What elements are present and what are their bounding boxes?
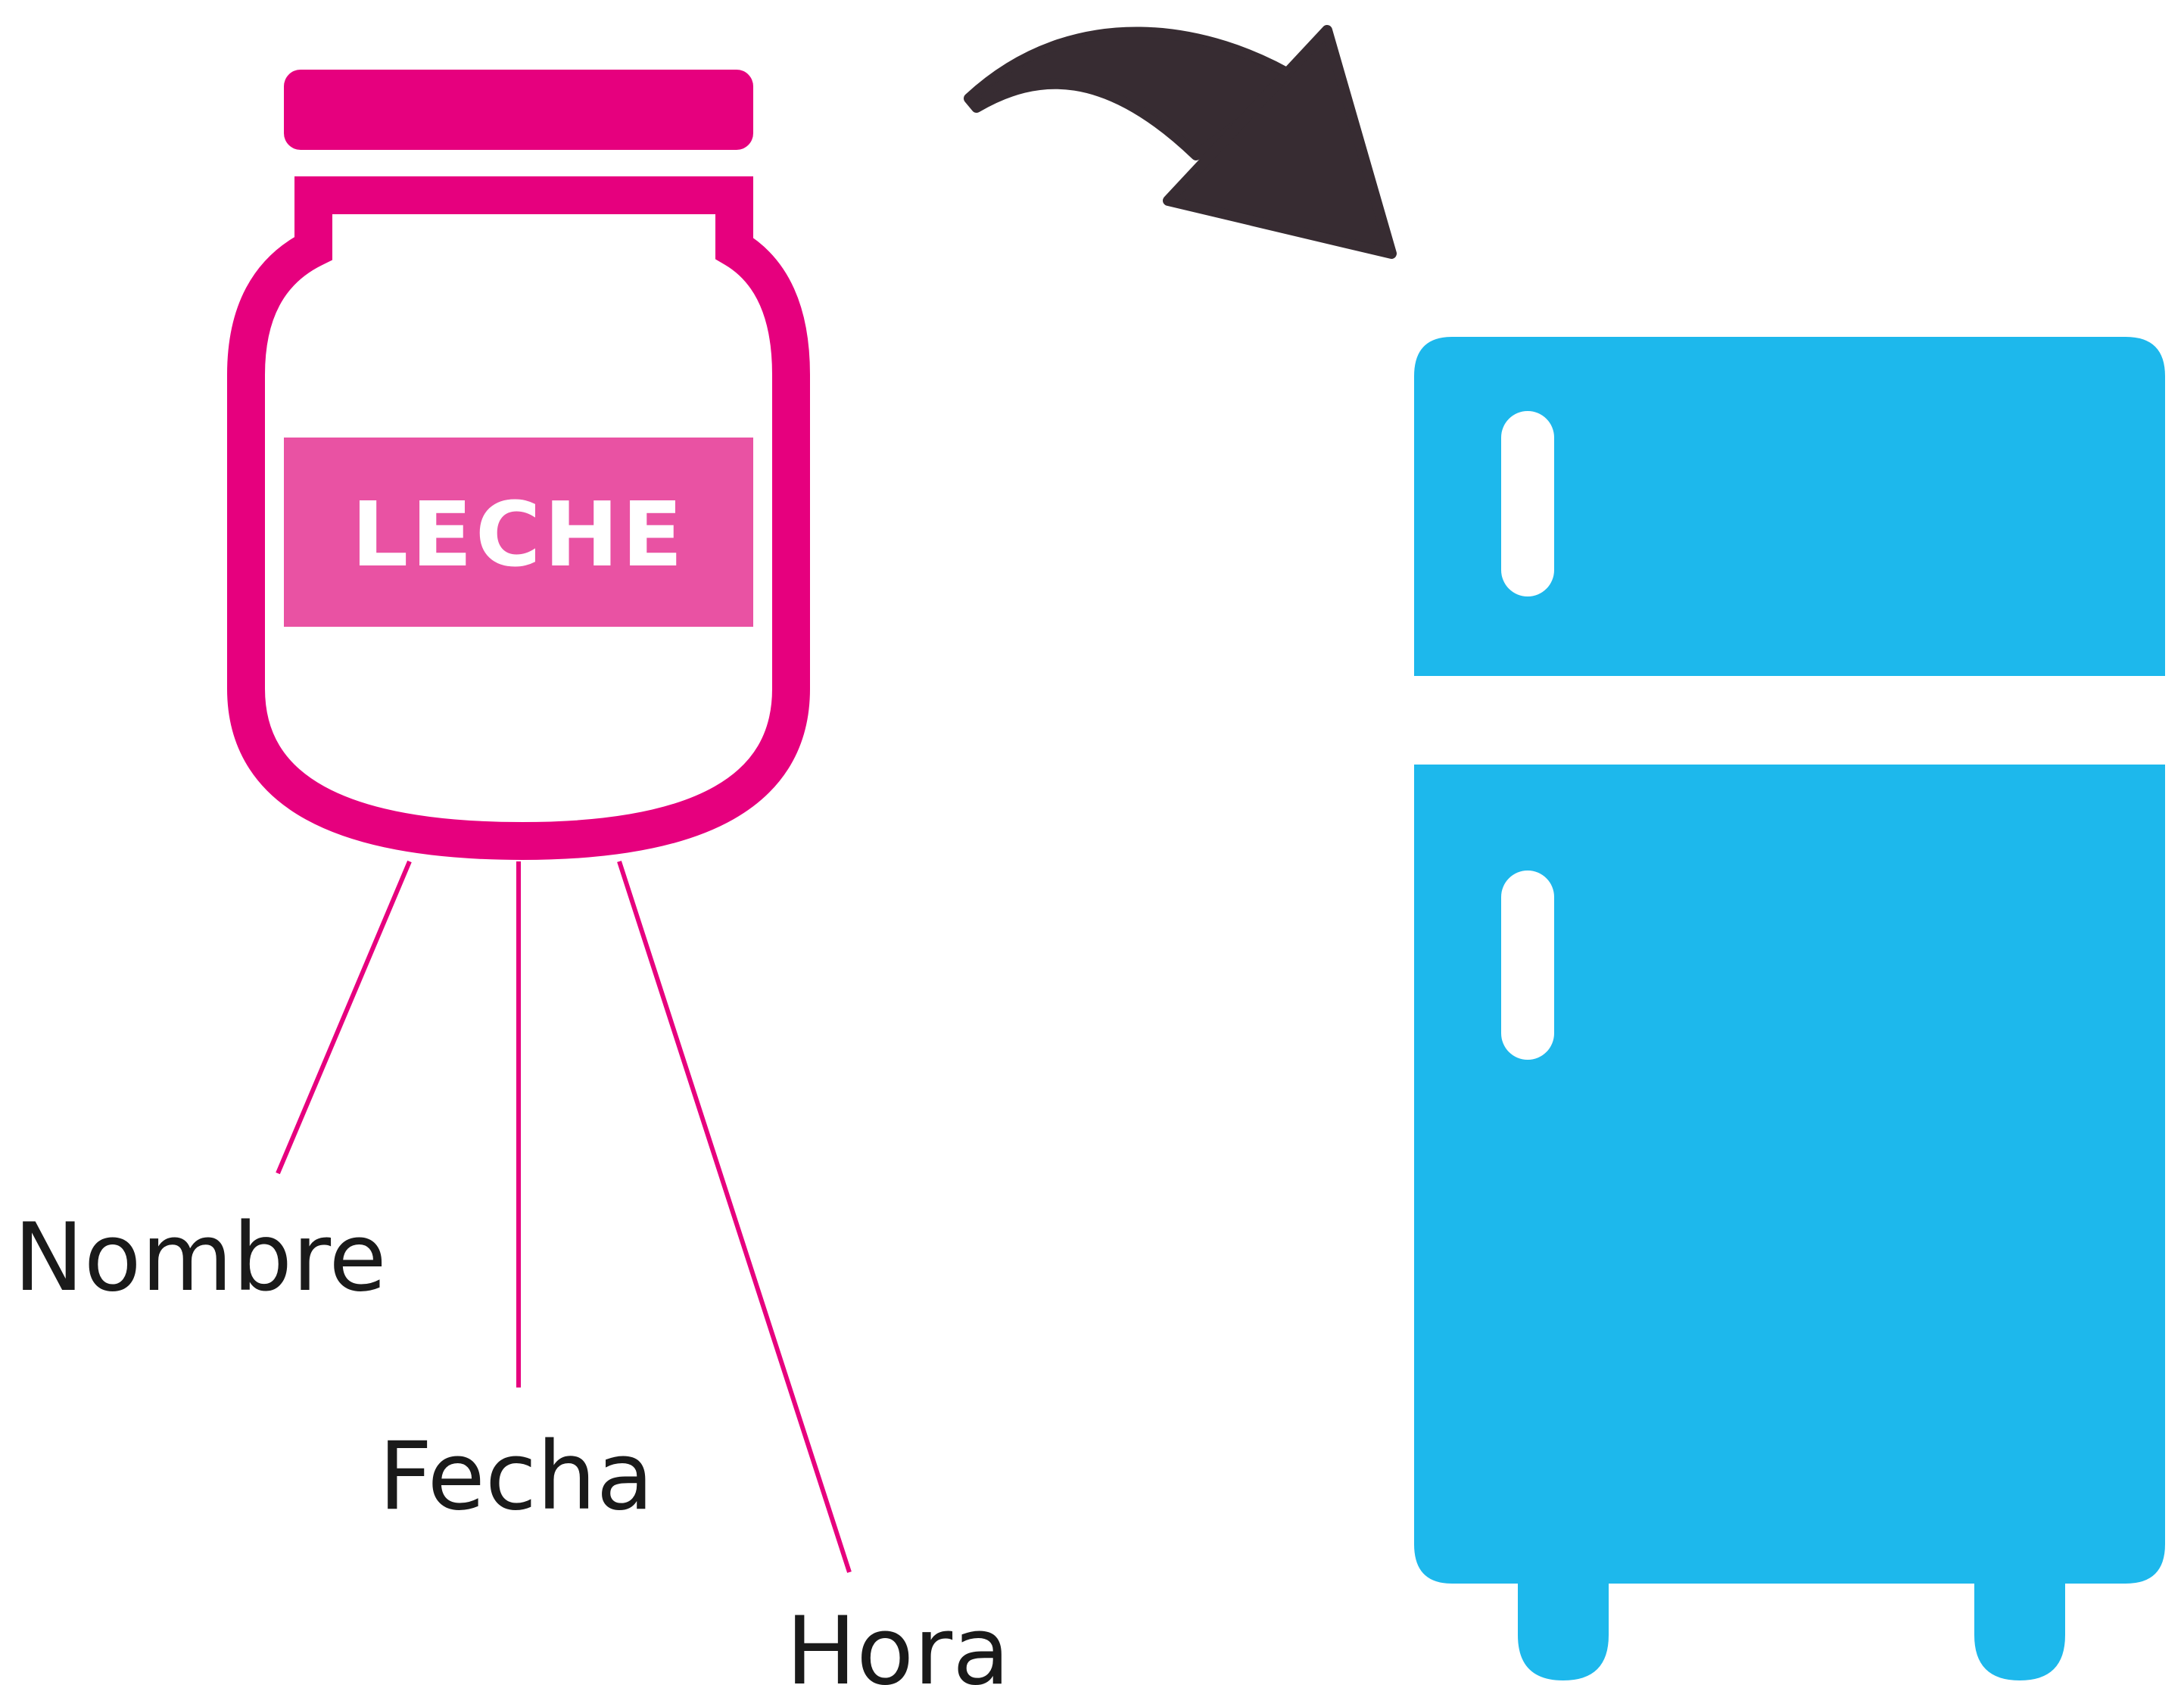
arrow-head <box>1163 25 1397 259</box>
callout-line-nombre <box>276 860 412 1175</box>
fridge-main-handle <box>1501 871 1554 1060</box>
callout-lines <box>276 860 852 1573</box>
fridge-freezer-handle <box>1501 411 1554 596</box>
fridge-foot-right <box>1974 1581 2065 1680</box>
callout-fecha: Fecha <box>379 1422 654 1531</box>
jar-label-text: LECHE <box>351 482 686 587</box>
jar-icon: LECHE <box>227 70 810 861</box>
callout-nombre: Nombre <box>14 1204 387 1313</box>
fridge-main-door <box>1414 765 2165 1584</box>
callout-line-hora <box>617 861 852 1573</box>
callout-hora: Hora <box>786 1597 1010 1685</box>
fridge-foot-left <box>1518 1581 1609 1680</box>
refrigerator-icon <box>1414 337 2165 1680</box>
jar-lid <box>284 70 753 150</box>
fridge-freezer-door <box>1414 337 2165 676</box>
jar-label <box>284 438 753 627</box>
curved-arrow-icon <box>964 25 1397 259</box>
